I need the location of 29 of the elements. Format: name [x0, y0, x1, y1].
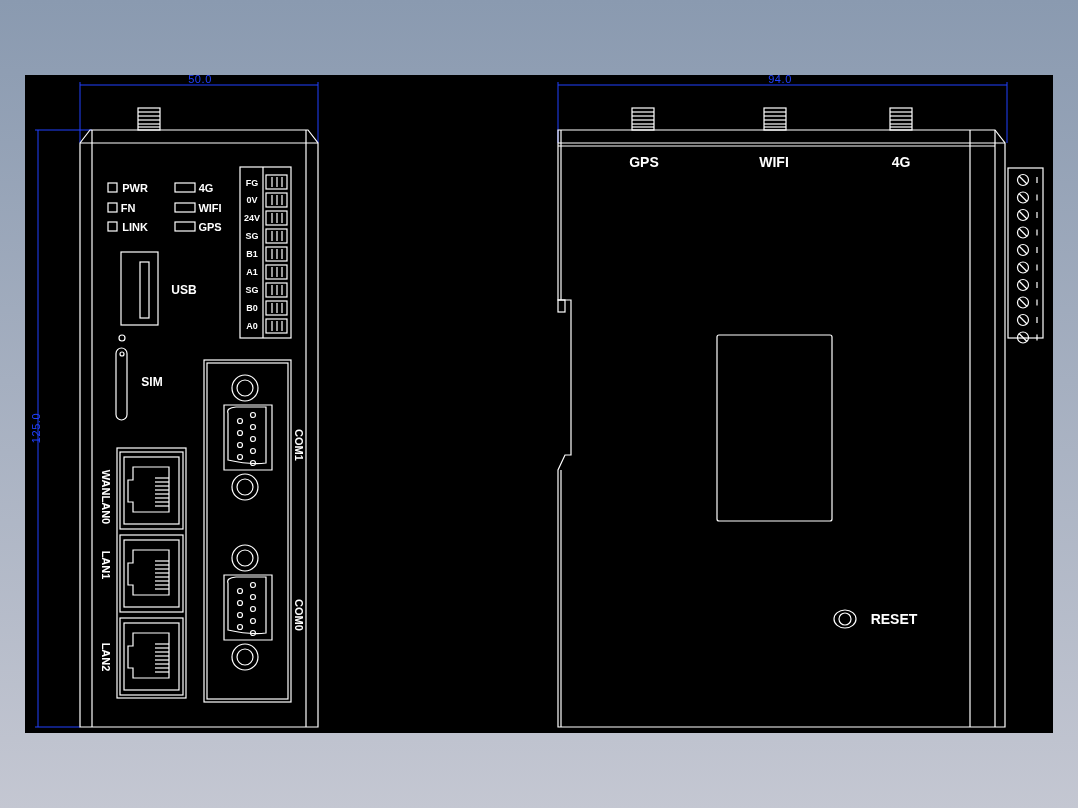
port-label: 4G — [891, 155, 911, 169]
terminal-label: FG — [245, 178, 259, 188]
terminal-label: A1 — [246, 267, 258, 277]
terminal-label: A0 — [246, 321, 258, 331]
dimension-value: 125.0 — [30, 412, 42, 444]
port-label: SIM — [141, 376, 163, 388]
port-label: LAN1 — [99, 550, 111, 580]
terminal-label: SG — [245, 231, 259, 241]
port-label: COM0 — [292, 599, 304, 631]
dimension-value: 50.0 — [188, 73, 212, 85]
terminal-label: B1 — [246, 249, 258, 259]
terminal-label: 24V — [244, 213, 260, 223]
dimension-value: 94.0 — [768, 73, 792, 85]
port-label: WANLAN0 — [99, 469, 111, 525]
indicator-label: LINK — [122, 221, 148, 233]
terminal-label: SG — [245, 285, 259, 295]
terminal-label: B0 — [246, 303, 258, 313]
terminal-label: 0V — [246, 195, 258, 205]
port-label: WIFI — [759, 155, 789, 169]
indicator-label: 4G — [198, 182, 214, 194]
port-label: USB — [171, 284, 197, 296]
port-label: LAN2 — [99, 642, 111, 672]
indicator-label: GPS — [198, 221, 222, 233]
indicator-label: FN — [120, 202, 136, 214]
indicator-label: PWR — [122, 182, 148, 194]
indicator-label: WIFI — [198, 202, 222, 214]
port-label: COM1 — [292, 429, 304, 461]
port-label: GPS — [629, 155, 659, 169]
port-label: RESET — [870, 612, 918, 626]
